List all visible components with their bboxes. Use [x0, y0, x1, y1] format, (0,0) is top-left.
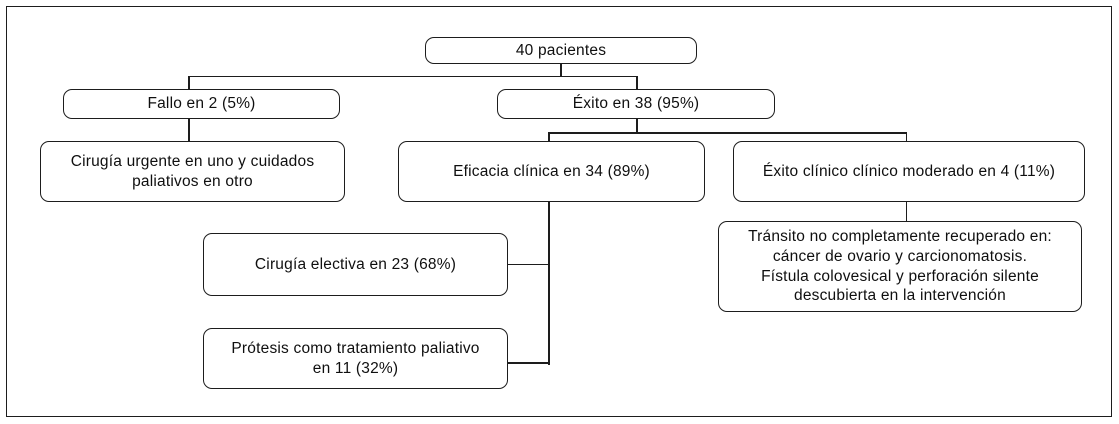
connector-root-down [560, 64, 562, 76]
connector-level2-rail [548, 132, 906, 134]
node-eficacia-clinica: Eficacia clínica en 34 (89%) [398, 141, 705, 202]
connector-electiva-stub [508, 263, 549, 265]
connector-eficacia-down [548, 202, 550, 365]
node-transito-no-recuperado: Tránsito no completamente recuperado en:… [718, 221, 1082, 312]
connector-protesis-stub [508, 362, 549, 364]
connector-fallo-to-cirugia [188, 119, 190, 141]
node-protesis-paliativo: Prótesis como tratamiento paliativo en 1… [203, 328, 508, 389]
connector-moderado-to-transito [905, 202, 907, 221]
node-fallo: Fallo en 2 (5%) [63, 89, 340, 119]
connector-eficacia-drop [548, 132, 550, 141]
connector-exito-down [636, 119, 638, 134]
connector-fallo-drop [188, 75, 190, 90]
connector-exito-drop [636, 75, 638, 90]
node-cirugia-urgente: Cirugía urgente en uno y cuidados paliat… [40, 141, 345, 202]
connector-moderado-drop [905, 132, 907, 141]
connector-level1-rail [188, 75, 638, 77]
node-40-pacientes: 40 pacientes [425, 37, 697, 64]
node-cirugia-electiva: Cirugía electiva en 23 (68%) [203, 233, 508, 296]
node-exito-clinico-moderado: Éxito clínico clínico moderado en 4 (11%… [733, 141, 1085, 202]
figure-border [6, 6, 1112, 417]
node-exito: Éxito en 38 (95%) [497, 89, 775, 119]
